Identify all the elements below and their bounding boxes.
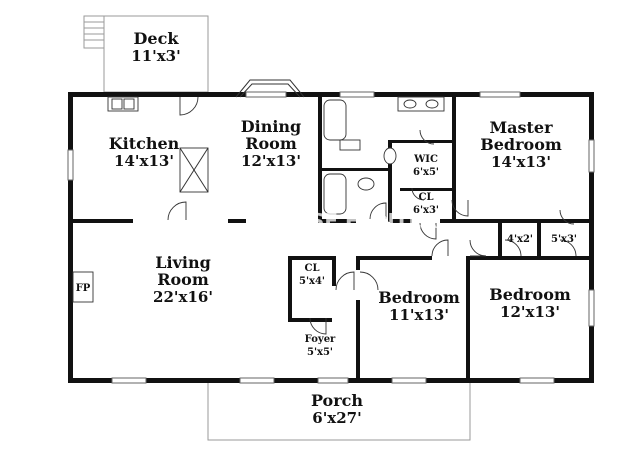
foyer-name: Foyer — [305, 334, 336, 345]
living-dims: 22'x16' — [153, 288, 213, 306]
room-closet-b: 5'x3' — [551, 234, 577, 245]
dining-name-line2: Room — [245, 134, 297, 153]
bedroom-center-dims: 11'x13' — [389, 306, 449, 324]
closet-b-dims: 5'x3' — [551, 234, 577, 245]
foyer-dims: 5'x5' — [307, 347, 333, 358]
living-name-line2: Room — [157, 270, 209, 289]
bay-window — [235, 79, 305, 98]
hall-closet-dims: 5'x4' — [299, 276, 325, 287]
living-name-line1: Living — [155, 253, 211, 272]
bedroom-right-name: Bedroom — [489, 285, 571, 304]
bathtub-2 — [323, 173, 347, 215]
room-deck: Deck 11'x3' — [131, 29, 180, 65]
room-fireplace: FP — [76, 283, 91, 294]
watermark-line1: HOUSE HUNTER — [260, 209, 437, 233]
room-dining: Dining Room 12'x13' — [241, 117, 301, 170]
fixtures — [72, 96, 445, 303]
hall-closet-name: CL — [305, 263, 320, 274]
room-master-closet: CL 6'x3' — [413, 192, 439, 216]
watermark: HOUSE HUNTER RENEWAL — [209, 203, 437, 250]
watermark-line2: RENEWAL — [278, 235, 349, 250]
bathtub-1 — [323, 99, 347, 141]
master-name-line1: Master — [489, 118, 553, 137]
windows — [67, 91, 595, 384]
master-name-line2: Bedroom — [480, 135, 562, 154]
porch-dims: 6'x27' — [312, 409, 361, 427]
room-closet-a: 4'x2' — [507, 234, 533, 245]
fireplace-box — [72, 271, 94, 303]
porch-name: Porch — [311, 391, 363, 410]
toilet-1 — [357, 177, 375, 191]
bedroom-right-dims: 12'x13' — [500, 303, 560, 321]
room-master-bedroom: Master Bedroom 14'x13' — [480, 118, 562, 171]
bedroom-center-name: Bedroom — [378, 288, 460, 307]
master-dims: 14'x13' — [491, 153, 551, 171]
closet-a-dims: 4'x2' — [507, 234, 533, 245]
dining-name-line1: Dining — [241, 117, 301, 136]
room-hall-closet: CL 5'x4' — [299, 263, 325, 287]
toilet-2 — [383, 147, 397, 165]
doors — [167, 96, 577, 335]
deck-dims: 11'x3' — [131, 47, 180, 65]
wic-name: WIC — [413, 154, 438, 165]
porch-outline — [207, 382, 471, 441]
room-living: Living Room 22'x16' — [153, 253, 213, 306]
room-kitchen: Kitchen 14'x13' — [109, 134, 180, 170]
master-closet-dims: 6'x3' — [413, 205, 439, 216]
kitchen-dims: 14'x13' — [114, 152, 174, 170]
dining-dims: 12'x13' — [241, 152, 301, 170]
wic-dims: 6'x5' — [413, 167, 439, 178]
fireplace-label: FP — [76, 283, 91, 294]
kitchen-name: Kitchen — [109, 134, 180, 153]
room-bedroom-right: Bedroom 12'x13' — [489, 285, 571, 321]
room-bedroom-center: Bedroom 11'x13' — [378, 288, 460, 324]
deck-name: Deck — [134, 29, 180, 48]
room-porch: Porch 6'x27' — [311, 391, 363, 427]
room-foyer: Foyer 5'x5' — [305, 334, 336, 358]
room-wic: WIC 6'x5' — [413, 154, 439, 178]
master-closet-name: CL — [419, 192, 434, 203]
